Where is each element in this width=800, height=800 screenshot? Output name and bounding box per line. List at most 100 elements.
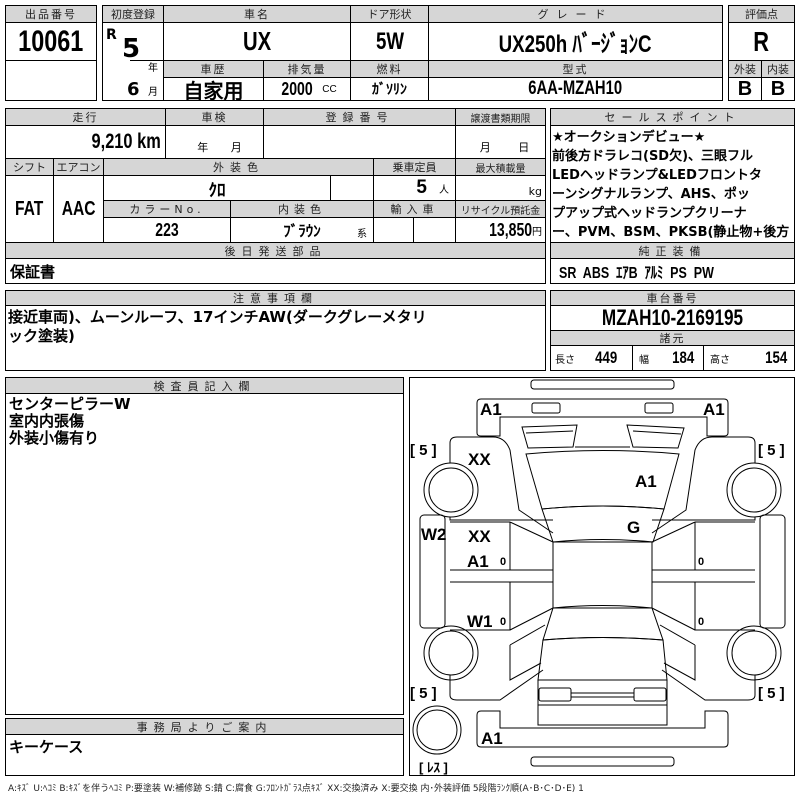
taillight-right xyxy=(633,687,667,702)
reg-month: 6 xyxy=(127,79,140,100)
front-left-fender xyxy=(449,436,554,534)
sales-point-line: ー、PVM、BSM、PKSB(静止物+後方 xyxy=(552,225,790,240)
model-label: 型式 xyxy=(428,60,723,78)
transfer-value: 月日 xyxy=(455,125,546,159)
sales-point-text: ★オークションデビュー★ 前後方ドラレコ(SD欠)、三眼フル LEDヘッドランプ… xyxy=(552,128,795,242)
rear-bar xyxy=(530,756,675,767)
right-sill xyxy=(759,514,786,629)
door-type: 5W xyxy=(350,22,429,61)
notes-label: 注意事項欄 xyxy=(5,290,546,306)
left-sill xyxy=(419,514,446,629)
rear-bumper xyxy=(476,710,729,748)
color-no: 223 xyxy=(103,217,231,243)
sales-point-line: ★オークションデビュー★ xyxy=(552,130,706,145)
lot-number: 10061 xyxy=(5,22,97,61)
equipment: SR ABS ｴｱB ｱﾙﾐ PS PW xyxy=(550,258,795,284)
sales-point-label: セールスポイント xyxy=(550,108,795,126)
score: R xyxy=(728,22,795,61)
int-color-label: 内装色 xyxy=(230,200,374,218)
spare-tire-status: [ ﾚｽ ] xyxy=(419,760,448,775)
front-right-fender xyxy=(651,436,756,534)
inspector-line: センターピラーW xyxy=(9,395,131,413)
import-value-2 xyxy=(413,217,456,243)
ac: AAC xyxy=(53,175,104,243)
specs-label: 諸元 xyxy=(550,330,795,346)
ext-color-label: 外装色 xyxy=(103,158,374,176)
left-doors xyxy=(450,521,554,631)
ext-score: B xyxy=(728,77,762,101)
equipment-label: 純正装備 xyxy=(550,242,795,259)
capacity-label: 乗車定員 xyxy=(373,158,456,176)
inspector-label: 検査員記入欄 xyxy=(5,377,404,394)
ac-label: エアコン xyxy=(53,158,104,176)
transfer-label: 譲渡書類期限 xyxy=(455,108,546,126)
mark-zero: 0 xyxy=(698,556,704,568)
mileage-label: 走行 xyxy=(5,108,166,126)
divider xyxy=(130,60,164,61)
grade-label: グレード xyxy=(428,5,723,23)
mark-rear: A1 xyxy=(481,729,503,748)
ext-color-extra xyxy=(330,175,374,201)
inspector-notes: センターピラーW 室内内張傷 外装小傷有り xyxy=(9,396,131,447)
mark-sill-left: W2 xyxy=(421,525,447,544)
sales-point-line: 前後方ドラレコ(SD欠)、三眼フル xyxy=(552,149,754,164)
mark-zero: 0 xyxy=(500,556,506,568)
int-color: ﾌﾞﾗｳﾝ系 xyxy=(230,217,374,243)
fog-right xyxy=(644,402,674,414)
reg-no-value xyxy=(263,125,456,159)
car-damage-diagram: A1 A1 XX A1 G W2 XX A1 W1 A1 0 0 0 0 [ 5… xyxy=(410,379,786,775)
car-outline xyxy=(412,379,786,767)
front-bar xyxy=(530,379,675,390)
first-reg-label: 初度登録 xyxy=(102,5,164,23)
fuel-label: 燃料 xyxy=(350,60,429,78)
history-label: 車歴 xyxy=(163,60,264,78)
damage-diagram-box xyxy=(409,377,795,776)
right-doors xyxy=(651,521,755,631)
ext-color: ｸﾛ xyxy=(103,175,331,201)
fog-left xyxy=(531,402,561,414)
era: R xyxy=(106,27,117,43)
mark-zero: 0 xyxy=(698,616,704,628)
inspection-value: 年月 xyxy=(165,125,264,159)
mark-hood: A1 xyxy=(635,472,657,491)
inspector-line: 外装小傷有り xyxy=(9,429,100,447)
chassis-number: MZAH10-2169195 xyxy=(550,305,795,331)
legend: A:ｷｽﾞ U:ﾍｺﾐ B:ｷｽﾞを伴うﾍｺﾐ P:要塗装 W:補修跡 S:錆 … xyxy=(8,784,584,794)
sales-point-line: LEDヘッドランプ&LEDフロントタ xyxy=(552,168,762,183)
rear-left-quarter xyxy=(449,624,546,701)
fuel: ｶﾞｿﾘﾝ xyxy=(350,77,429,101)
headlights xyxy=(521,424,685,449)
rear-window xyxy=(542,605,664,641)
displacement-label: 排気量 xyxy=(263,60,351,78)
max-load: kg xyxy=(455,175,546,201)
notes-line: 接近車両)、ムーンルーフ、17インチAW(ダークグレーメタリ xyxy=(8,308,427,326)
office-note: キーケース xyxy=(9,738,84,756)
mark-windshield: G xyxy=(627,518,640,537)
later-parts-label: 後日発送部品 xyxy=(5,242,546,259)
door-label: ドア形状 xyxy=(350,5,429,23)
import-label: 輸入車 xyxy=(373,200,456,218)
import-value-1 xyxy=(373,217,414,243)
displacement: 2000 CC xyxy=(263,77,351,101)
front-bumper xyxy=(476,398,729,437)
mark-fender-fl: XX xyxy=(468,450,491,469)
tire-rr-rating: [ 5 ] xyxy=(758,685,785,702)
trunk xyxy=(537,637,668,681)
later-parts: 保証書 xyxy=(5,258,546,284)
notes-line: ック塗装) xyxy=(8,327,75,345)
score-label: 評価点 xyxy=(728,5,795,23)
model-code: 6AA-MZAH10 xyxy=(428,77,723,101)
mark-zero: 0 xyxy=(500,616,506,628)
sales-point-line: プアップ式ヘッドランプクリーナ xyxy=(552,206,747,221)
tire-front-left xyxy=(423,462,479,518)
tire-fr-rating: [ 5 ] xyxy=(758,442,785,459)
car-name: UX xyxy=(163,22,351,61)
mileage: 9,210 km xyxy=(5,125,166,159)
shift: FAT xyxy=(5,175,54,243)
notes-text: 接近車両)、ムーンルーフ、17インチAW(ダークグレーメタリ ック塗装) xyxy=(8,308,427,346)
tire-rear-left xyxy=(423,625,479,681)
lot-empty xyxy=(5,60,97,101)
